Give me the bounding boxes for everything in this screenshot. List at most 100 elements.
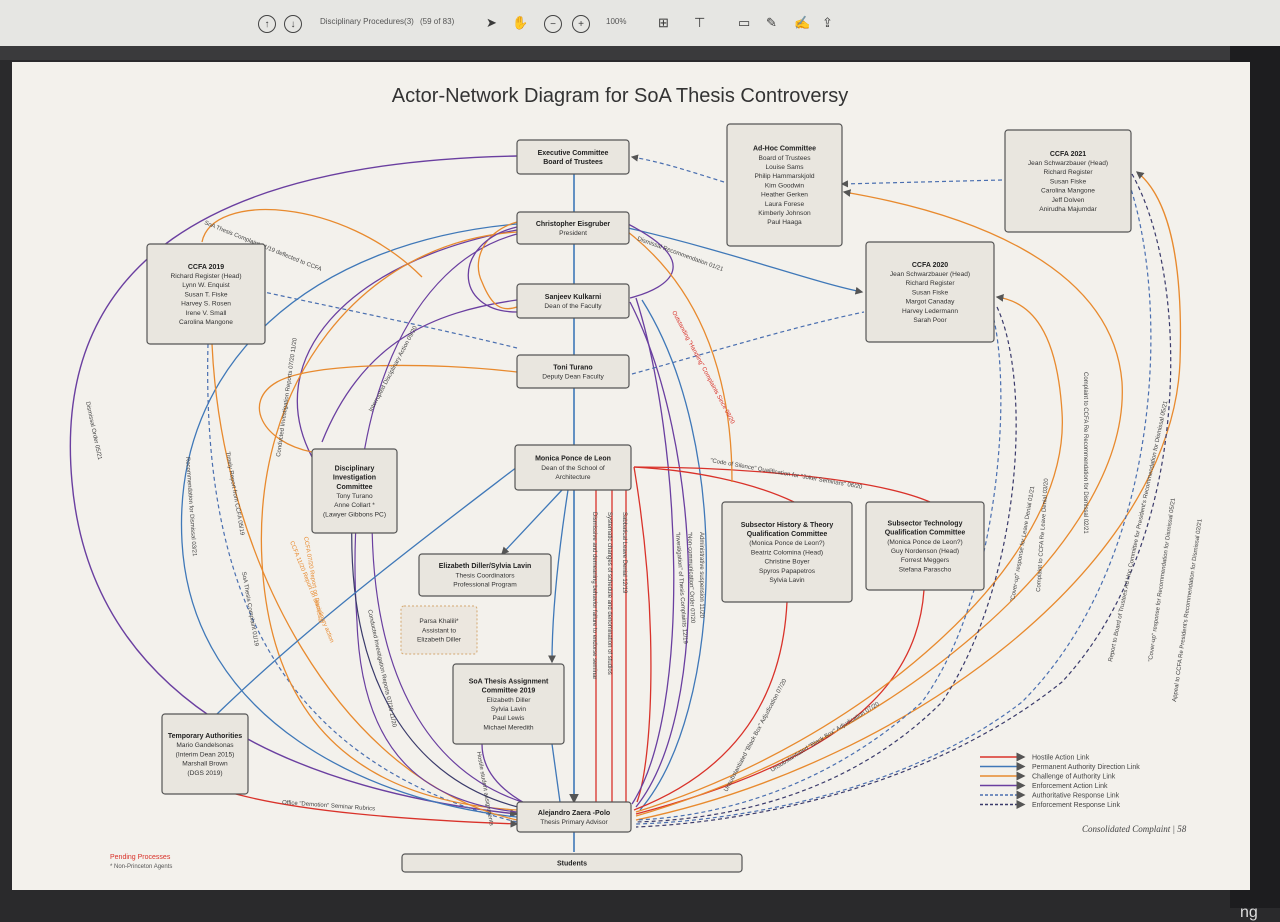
legend-label: Enforcement Response Link (1032, 802, 1120, 809)
edge-hostile-ponce-tech (633, 466, 931, 503)
node-member: Christine Boyer (764, 559, 810, 566)
node-member: Board of Trustees (758, 155, 811, 162)
page-down-icon[interactable]: ↓ (284, 15, 302, 33)
signature: Consolidated Complaint | 58 (1082, 824, 1187, 834)
edge-hostile-ponce-history (633, 466, 795, 503)
node-member: Jean Schwarzbauer (Head) (1028, 160, 1108, 167)
edge-response-ccfa2020-zaera-2 (635, 311, 1002, 821)
node-box-tech (865, 501, 985, 591)
edge-hostile-ponce-4 (633, 466, 652, 803)
node-member: Kim Goodwin (765, 182, 805, 189)
node-member: Margot Canaday (906, 299, 955, 306)
node-box-students (401, 853, 743, 873)
node-member: Assistant to (422, 627, 456, 634)
edge-enforcement-kulkarni-dic (321, 299, 518, 443)
label-investigation: "Investigation" of Thesis Complaints 12/… (674, 532, 688, 645)
pen-icon[interactable]: ✎ (766, 15, 777, 30)
edge-enforcement-eisgruber-dic (296, 229, 518, 458)
node-member: Thesis Coordinators (455, 572, 515, 579)
node-box-adhoc (726, 123, 843, 247)
node-member: Harvey Ledermann (902, 308, 958, 315)
node-title: Monica Ponce de Leon (535, 456, 611, 463)
legend-label: Authoritative Response Link (1032, 793, 1120, 800)
node-title: Elizabeth Diller/Sylvia Lavin (439, 563, 532, 570)
node-title: Students (557, 860, 587, 867)
node-member: Sylvia Lavin (769, 577, 805, 584)
page-indicator: (59 of 83) (420, 17, 455, 26)
marker-icon[interactable]: ⊤ (694, 15, 706, 30)
node-member: Susan T. Fiske (184, 291, 227, 298)
edge-challenge-complaint (201, 209, 423, 278)
node-member: Deputy Dean Faculty (542, 374, 604, 381)
node-box-zaera (516, 801, 632, 833)
zoom-out-icon[interactable]: − (544, 15, 562, 33)
node-member: Harvey S. Rosen (181, 301, 231, 308)
pointer-icon[interactable]: ➤ (486, 15, 497, 30)
node-member: Dean of the Faculty (544, 303, 602, 310)
legend-label: Challenge of Authority Link (1032, 774, 1116, 781)
label-systematic: Systematic changes of schedule and denom… (606, 512, 612, 675)
node-member: Tony Turano (336, 493, 373, 500)
fit-page-icon[interactable]: ⊞ (658, 15, 669, 30)
node-member: Susan Fiske (1050, 178, 1087, 185)
hand-tool-icon[interactable]: ✋ (512, 15, 529, 30)
edge-hostile-temp-zaera (221, 789, 519, 828)
label-misconduct: Interrupted Disciplinary Action 09/20 (368, 325, 419, 413)
label-report-board: Report to Board of Trustees Ad Hoc Commi… (1108, 400, 1169, 663)
node-title: Committee 2019 (482, 688, 536, 695)
node-member: Richard Register (905, 280, 955, 287)
edge-outstanding (627, 231, 733, 483)
node-member: Sylvia Lavin (491, 706, 527, 713)
label-investigation-reports: Conducted Investigation Reports 07/20 11… (276, 337, 299, 457)
page-up-icon[interactable]: ↑ (258, 15, 276, 33)
label-complaint-ccfa: Complaint to CCFA Re Leave Denial 03/20 (1036, 478, 1050, 593)
edge-hostile-eisgruber-left (354, 233, 518, 813)
sign-icon[interactable]: ✍ (794, 15, 811, 30)
edge-challenge-zaera-ccfa2021 (635, 171, 1182, 821)
node-member: Heather Gerken (761, 192, 808, 199)
node-title: Sanjeev Kulkarni (545, 294, 601, 301)
zoom-in-icon[interactable]: + (572, 15, 590, 33)
node-title: Committee (336, 484, 372, 491)
label-unsub-2: Unsubstantiated "Black Box" Adjudication… (770, 701, 881, 774)
node-box-kulkarni (516, 283, 630, 319)
edge-enforcement-dic-zaera-2 (351, 516, 523, 809)
node-member: Architecture (555, 474, 591, 481)
edge-enforcement-dic-zaera (371, 516, 523, 803)
node-box-ponce (514, 444, 632, 491)
node-title: Disciplinary (335, 465, 375, 472)
node-title: Board of Trustees (543, 159, 603, 166)
actor-network-diagram: Actor-Network Diagram for SoA Thesis Con… (69, 85, 1204, 873)
edge-response-adhoc-exec (630, 154, 725, 183)
node-member: Marshall Brown (182, 761, 228, 768)
node-box-turano (516, 354, 630, 389)
zoom-level[interactable]: 100% (606, 17, 627, 26)
node-member: Michael Meredith (483, 724, 534, 731)
node-member: Parsa Khalili* (419, 618, 459, 625)
node-member: Irene V. Small (186, 310, 227, 317)
node-member: Professional Program (453, 582, 517, 589)
node-title: Temporary Authorities (168, 733, 242, 740)
node-member: Anne Collart * (334, 502, 375, 509)
legend-label: Permanent Authority Direction Link (1032, 764, 1140, 771)
edges (69, 154, 1182, 852)
share-icon[interactable]: ⇪ (822, 15, 833, 30)
edge-authority-kulkarni-3 (639, 299, 707, 811)
comment-icon[interactable]: ▭ (738, 15, 751, 30)
node-member: Sarah Poor (913, 317, 947, 324)
edge-hostile-history-zaera (633, 601, 788, 811)
node-title: Subsector History & Theory (741, 522, 834, 529)
diagram-title: Actor-Network Diagram for SoA Thesis Con… (392, 85, 848, 107)
document-page: Actor-Network Diagram for SoA Thesis Con… (12, 62, 1250, 890)
window-divider (0, 46, 1280, 60)
node-box-ccfa2019 (146, 243, 266, 345)
